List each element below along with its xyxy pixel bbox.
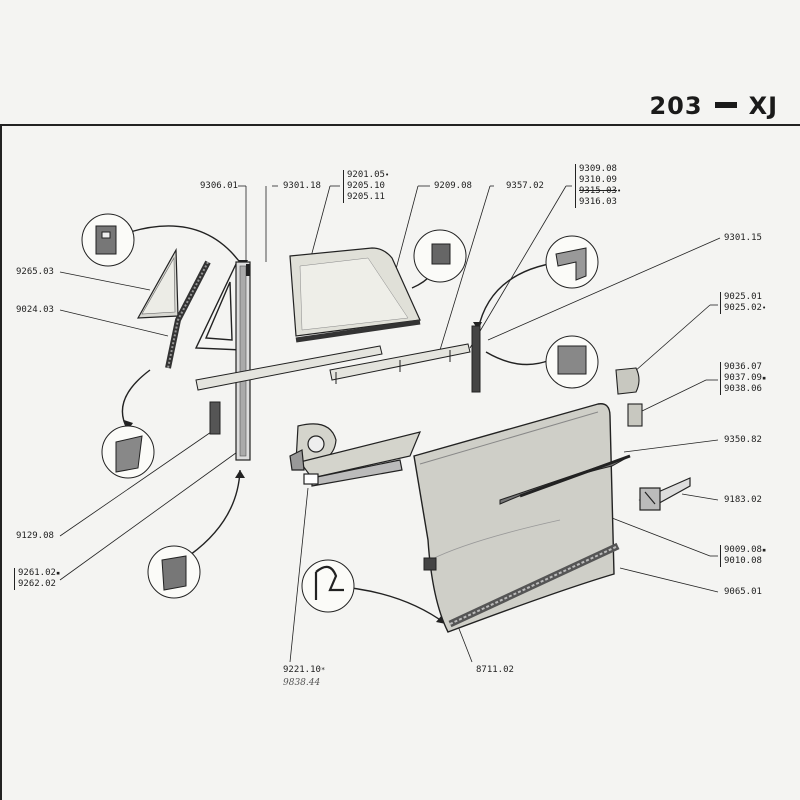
ref-9024-03: 9024.03: [16, 305, 54, 315]
ref-9350-82: 9350.82: [724, 435, 762, 445]
ref-9315-03: 9315.03: [579, 186, 617, 196]
ref-9065-01: 9065.01: [724, 587, 762, 597]
ref-9037-09: 9037.09: [724, 373, 762, 383]
frame-left-border: [0, 124, 2, 800]
rubber-bumper: [423, 557, 437, 571]
division-channel: [235, 261, 251, 461]
ref-9009-08: 9009.08: [724, 545, 762, 555]
ref-group-9009: 9009.08▪ 9010.08: [720, 545, 766, 567]
ref-group-9025: 9025.01 9025.02•: [720, 292, 766, 314]
ref-9201-05: 9201.05: [347, 170, 385, 180]
ref-9262-02: 9262.02: [18, 579, 56, 589]
ref-9265-03: 9265.03: [16, 267, 54, 277]
vent-clip: [209, 401, 221, 435]
ref-9183-02: 9183.02: [724, 495, 762, 505]
ref-9010-08: 9010.08: [724, 556, 762, 566]
leader-lines: [59, 185, 721, 663]
ref-group-9036: 9036.07 9037.09▪ 9038.06: [720, 362, 766, 395]
ref-group-9309: 9309.08 9310.09 9315.03• 9316.03: [575, 164, 621, 208]
sheet-title-model: 203: [649, 92, 703, 120]
ref-9129-08: 9129.08: [16, 531, 54, 541]
ref-9316-03: 9316.03: [579, 197, 617, 207]
handwritten-note: 9838.44: [283, 678, 321, 688]
ref-9205-10: 9205.10: [347, 181, 385, 191]
marker-asterisk: *: [320, 666, 326, 674]
marker-square: ▪: [761, 374, 767, 382]
sheet-title-code: XJ: [748, 92, 778, 120]
marker-dot: •: [616, 187, 622, 195]
belt-rails: [195, 343, 471, 391]
ref-9209-08: 9209.08: [434, 181, 472, 191]
ref-8711-02: 8711.02: [476, 665, 514, 675]
ref-9036-07: 9036.07: [724, 362, 762, 372]
title-dash: [714, 102, 737, 108]
marker-square: ▪: [55, 569, 61, 577]
ref-9221-10: 9221.10*: [283, 665, 325, 676]
door-window-glass: [289, 247, 421, 343]
ref-9038-06: 9038.06: [724, 384, 762, 394]
marker-dot: •: [384, 171, 390, 179]
ref-group-9261: 9261.02▪ 9262.02: [14, 568, 60, 590]
detail-inset-parts: [95, 225, 587, 600]
door-outer-panel: [413, 403, 615, 633]
ref-9301-15: 9301.15: [724, 233, 762, 243]
ref-9205-11: 9205.11: [347, 192, 385, 202]
door-check-strap: [638, 477, 691, 511]
marker-square: ▪: [761, 546, 767, 554]
ref-9357-02: 9357.02: [506, 181, 544, 191]
front-seal-strip: [471, 325, 481, 393]
ref-9025-02: 9025.02: [724, 303, 762, 313]
ref-9261-02: 9261.02: [18, 568, 56, 578]
ref-9301-18: 9301.18: [283, 181, 321, 191]
hinge-brackets: [615, 367, 643, 427]
ref-9025-01: 9025.01: [724, 292, 762, 302]
frame-top-border: [0, 124, 800, 126]
ref-9221-10-text: 9221.10: [283, 665, 321, 675]
ref-9310-09: 9310.09: [579, 175, 617, 185]
ref-group-9201: 9201.05• 9205.10 9205.11: [343, 170, 389, 203]
sheet-title: 203 XJ: [649, 92, 778, 120]
marker-dot: •: [761, 304, 767, 312]
quarter-vent-glass: [136, 247, 179, 319]
ref-9306-01: 9306.01: [200, 181, 238, 191]
window-regulator: [289, 423, 422, 487]
ref-9309-08: 9309.08: [579, 164, 617, 174]
